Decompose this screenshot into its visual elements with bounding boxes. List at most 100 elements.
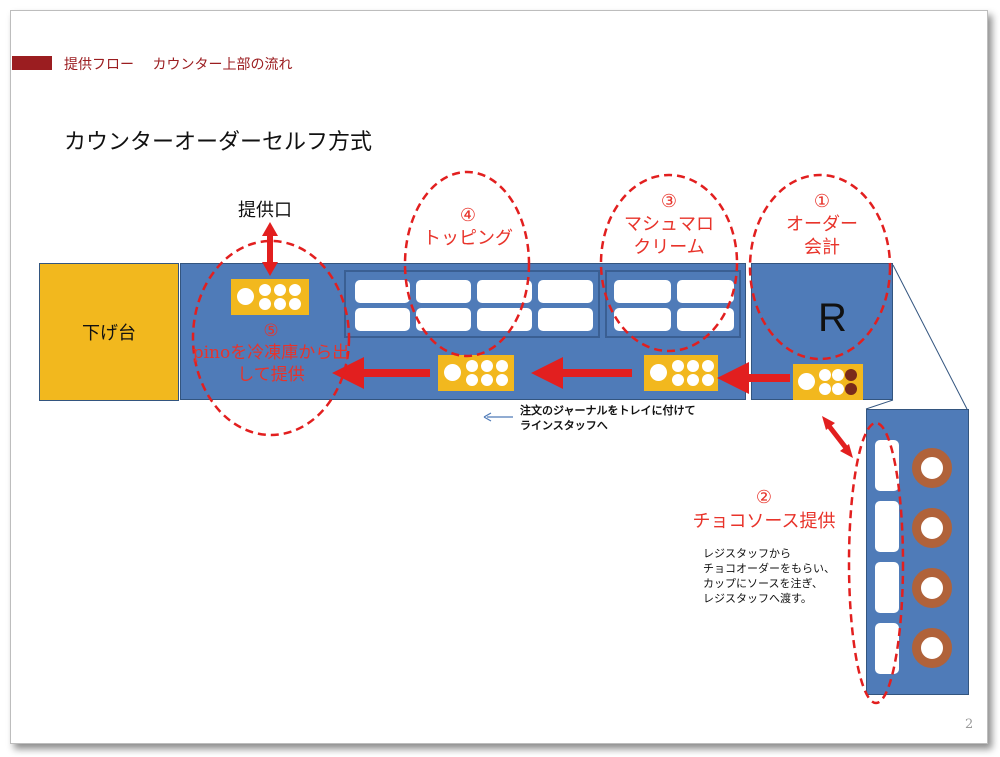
pino-icon [819, 369, 831, 381]
pickup-arrow-head [262, 222, 278, 236]
pino-icon [259, 298, 271, 310]
zoom-line [892, 264, 968, 410]
sauce-icon [845, 369, 857, 381]
pino-icon [466, 360, 478, 372]
sauce-pot-icon [912, 568, 952, 608]
step5-label: ⑤ pinoを冷凍庫から出 して提供 [178, 320, 364, 386]
sauce-exchange-arrow-head [840, 444, 853, 458]
step4-number: ④ [459, 205, 477, 226]
topping-bin [416, 280, 471, 303]
step1-line1: オーダー [786, 214, 858, 235]
step5-line1: pinoを冷凍庫から出 [192, 343, 350, 363]
journal-note: 注文のジャーナルをトレイに付けて ラインスタッフへ [520, 403, 695, 433]
step3-label: ③ マシュマロ クリーム [604, 190, 734, 259]
topping-bin [538, 280, 593, 303]
pino-icon [496, 374, 508, 386]
journal-note-line1: 注文のジャーナルをトレイに付けて [520, 404, 696, 417]
pino-icon [466, 374, 478, 386]
sauce-exchange-arrow-head [822, 416, 835, 430]
pino-icon [481, 374, 493, 386]
chocolate-station [866, 409, 969, 695]
step5-line2: して提供 [237, 365, 305, 385]
step4-line1: トッピング [423, 228, 513, 249]
return-table-label: 下げ台 [82, 323, 136, 344]
step5-ellipse [191, 239, 351, 437]
pino-icon [832, 383, 844, 395]
step2-ellipse [847, 421, 905, 705]
step4-ellipse [403, 170, 531, 358]
handoff-arrow-head [483, 412, 492, 422]
marshmallow-cabinet [605, 270, 741, 338]
tray-topping [438, 355, 514, 391]
sauce-slot [875, 501, 899, 552]
topping-bin [477, 280, 532, 303]
step5-number: ⑤ [263, 321, 279, 341]
sauce-icon [845, 383, 857, 395]
tray-pickup [231, 279, 309, 315]
topping-cabinet [344, 270, 600, 338]
sauce-slot [875, 623, 899, 674]
pino-icon [702, 360, 714, 372]
zoom-line [865, 399, 894, 410]
step2-line1: チョコソース提供 [692, 511, 836, 532]
topping-bin [538, 308, 593, 331]
tray-register [793, 364, 863, 400]
sauce-pot-icon [912, 448, 952, 488]
cup-icon [444, 364, 461, 381]
page-number: 2 [965, 717, 974, 732]
pino-icon [687, 374, 699, 386]
slide-title: カウンターオーダーセルフ方式 [64, 130, 373, 155]
marshmallow-bin [614, 308, 671, 331]
cup-icon [237, 288, 254, 305]
chocolate-note-line1: レジスタッフから [703, 547, 791, 560]
step1-ellipse [748, 173, 892, 361]
journal-note-line2: ラインスタッフへ [520, 419, 608, 432]
pino-icon [672, 360, 684, 372]
topping-bin [416, 308, 471, 331]
sauce-pot-icon [912, 628, 952, 668]
pino-icon [274, 298, 286, 310]
step3-ellipse [599, 173, 739, 353]
topping-bin [355, 308, 410, 331]
step1-number: ① [813, 191, 831, 212]
step3-line1: マシュマロ [624, 214, 714, 235]
marshmallow-bin [677, 280, 734, 303]
step3-number: ③ [660, 191, 678, 212]
return-table: 下げ台 [39, 263, 179, 401]
pino-icon [672, 374, 684, 386]
cup-icon [650, 364, 667, 381]
pickup-arrow-head [262, 262, 278, 276]
pino-icon [289, 298, 301, 310]
step2-label: ② チョコソース提供 [680, 486, 848, 534]
chocolate-note-line2: チョコオーダーをもらい、 [703, 562, 835, 575]
header-accent-bar [12, 56, 52, 70]
header-title: 提供フロー カウンター上部の流れ [64, 57, 293, 73]
cup-icon [798, 373, 815, 390]
pickup-label: 提供口 [238, 200, 292, 221]
chocolate-note: レジスタッフから チョコオーダーをもらい、 カップにソースを注ぎ、 レジスタッフ… [703, 546, 835, 606]
chocolate-note-line4: レジスタッフへ渡す。 [703, 592, 812, 605]
register-label: R [818, 296, 847, 340]
topping-bin [477, 308, 532, 331]
pino-icon [259, 284, 271, 296]
chocolate-note-line3: カップにソースを注ぎ、 [703, 577, 823, 590]
pino-icon [481, 360, 493, 372]
sauce-slot [875, 562, 899, 613]
pino-icon [289, 284, 301, 296]
step2-number: ② [755, 487, 773, 508]
pino-icon [274, 284, 286, 296]
pino-icon [832, 369, 844, 381]
step1-line2: 会計 [804, 237, 840, 258]
step1-label: ① オーダー 会計 [770, 190, 874, 259]
topping-bin [355, 280, 410, 303]
step4-label: ④ トッピング [410, 204, 526, 250]
pino-icon [687, 360, 699, 372]
marshmallow-bin [614, 280, 671, 303]
marshmallow-bin [677, 308, 734, 331]
pino-icon [496, 360, 508, 372]
sauce-pot-icon [912, 508, 952, 548]
pino-icon [702, 374, 714, 386]
step3-line2: クリーム [633, 237, 705, 258]
sauce-exchange-arrow [827, 424, 848, 450]
